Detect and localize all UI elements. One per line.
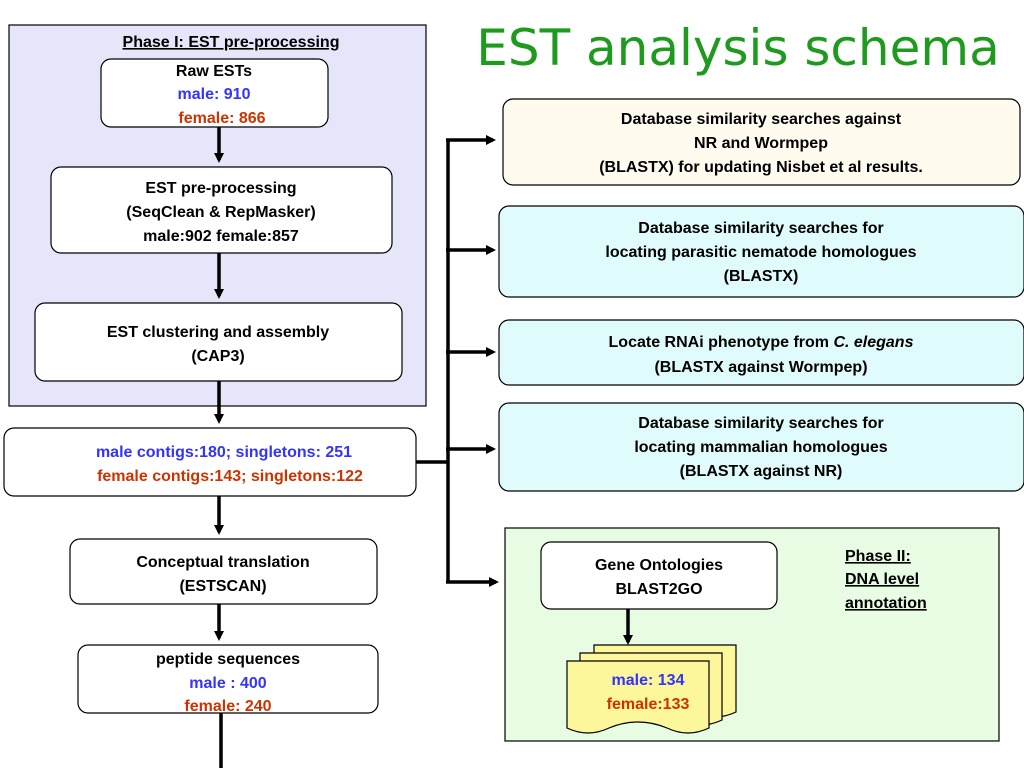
phase2-heading-line2: DNA level (845, 571, 919, 588)
parasitic-search-box (498, 205, 1024, 298)
raw-ests-male: male: 910 (178, 86, 251, 103)
nr-search-line1: Database similarity searches against (621, 111, 902, 128)
phase2-heading-line3: annotation (845, 595, 927, 612)
translation-line2: (ESTSCAN) (179, 578, 266, 595)
raw-ests-label: Raw ESTs (176, 63, 252, 80)
docs-female: female:133 (607, 696, 690, 713)
phase1-heading: Phase I: EST pre-processing (123, 34, 340, 51)
gene-ontology-line2: BLAST2GO (615, 581, 702, 598)
clustering-line2: (CAP3) (191, 348, 244, 365)
rnai-search-line1-prefix: Locate RNAi phenotype from (609, 334, 834, 351)
gene-ontology-box (540, 541, 778, 610)
parasitic-search-line3: (BLASTX) (724, 268, 799, 285)
peptide-box (77, 644, 379, 714)
rnai-search-line1: Locate RNAi phenotype from C. elegans (609, 334, 914, 351)
gene-ontology-line1: Gene Ontologies (595, 557, 723, 574)
contigs-box (3, 427, 417, 497)
rnai-search-line2: (BLASTX against Wormpep) (654, 359, 867, 376)
parasitic-search-line2: locating parasitic nematode homologues (605, 244, 916, 261)
phase2-heading-line1: Phase II: (845, 548, 911, 565)
mammalian-search-line3: (BLASTX against NR) (680, 463, 843, 480)
preprocessing-box (50, 166, 393, 254)
peptide-line1: peptide sequences (156, 651, 300, 668)
rnai-search-box (498, 319, 1024, 386)
page-title: EST analysis schema (476, 19, 999, 77)
raw-ests-box (100, 58, 329, 128)
mammalian-search-line2: locating mammalian homologues (634, 439, 887, 456)
mammalian-search-box (498, 402, 1024, 492)
raw-ests-female: female: 866 (178, 110, 265, 127)
peptide-female: female: 240 (184, 698, 271, 715)
preprocessing-line2: (SeqClean & RepMasker) (126, 204, 315, 221)
peptide-male: male : 400 (189, 675, 266, 692)
preprocessing-line3: male:902 female:857 (143, 228, 299, 245)
clustering-box (34, 302, 403, 382)
contigs-male: male contigs:180; singletons: 251 (96, 444, 352, 461)
contigs-female: female contigs:143; singletons:122 (97, 468, 363, 485)
nr-search-box (502, 98, 1021, 186)
rnai-species: C. elegans (833, 334, 913, 351)
preprocessing-line1: EST pre-processing (145, 180, 296, 197)
parasitic-search-line1: Database similarity searches for (638, 220, 883, 237)
translation-box (69, 538, 378, 605)
document-front (566, 660, 710, 734)
mammalian-search-line1: Database similarity searches for (638, 415, 883, 432)
nr-search-line3: (BLASTX) for updating Nisbet et al resul… (599, 159, 923, 176)
nr-search-line2: NR and Wormpep (694, 135, 828, 152)
docs-male: male: 134 (612, 672, 685, 689)
stacked-documents: male: 134 female:133 (566, 644, 737, 734)
clustering-line1: EST clustering and assembly (107, 324, 329, 341)
translation-line1: Conceptual translation (136, 554, 309, 571)
